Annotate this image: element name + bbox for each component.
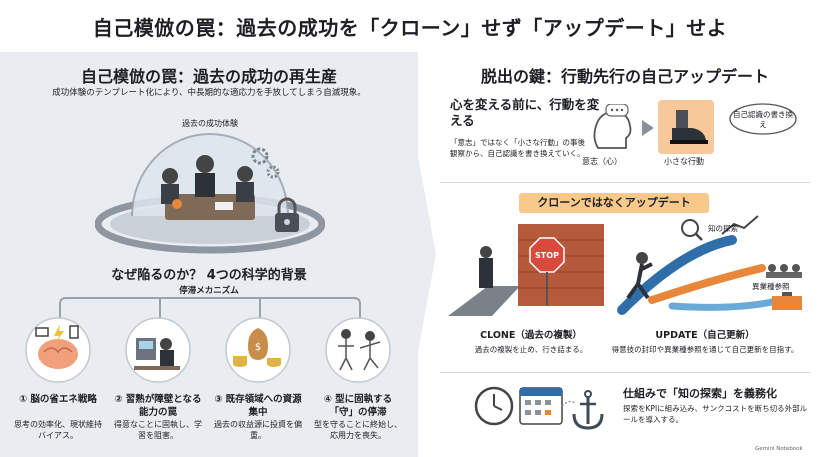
habit-body: 「意志」ではなく「小さな行動」の事後観察から、自己認識を書き換えていく。	[450, 138, 585, 158]
page-title: 自己模倣の罠：過去の成功を「クローン」せず「アップデート」せよ	[92, 16, 728, 40]
stagnation-label: 停滞メカニズム	[179, 286, 239, 296]
chevron-right-icon	[642, 120, 654, 136]
clone-vs-update-banner: クローンではなくアップデート	[519, 193, 709, 213]
why-heading: なぜ陥るのか？ 4つの科学的背景	[111, 268, 307, 283]
bubble-label: 過去の成功体験	[182, 119, 238, 128]
crossref-label: 異業種参照	[752, 282, 790, 291]
stop-sign-text: STOP	[535, 251, 559, 260]
card-3-title: ③ 既存領域への資源集中	[214, 394, 302, 418]
section-divider	[440, 372, 810, 373]
glass-bubble-illustration	[95, 133, 325, 254]
left-panel	[0, 52, 418, 457]
anchor-icon	[572, 390, 604, 430]
rocket-icon	[721, 215, 759, 235]
explore-label: 知の探索	[708, 224, 738, 233]
clone-illustration: STOP	[448, 224, 604, 316]
card-3-body: 過去の収益源に投資を偏重。	[214, 420, 302, 440]
right-heading: 脱出の鍵：行動先行の自己アップデート	[480, 67, 769, 86]
toolbox-icon	[772, 292, 802, 310]
card-2-illustration	[125, 317, 191, 383]
self-image-bubble	[729, 103, 797, 135]
panel-chevron	[418, 52, 438, 457]
mind-head-illustration	[593, 104, 632, 149]
svg-text:$: $	[255, 342, 261, 353]
self-image-label: 自己認識の書き換え	[733, 110, 793, 129]
card-1-body: 思考の効率化、現状維持バイアス。	[14, 420, 102, 440]
habit-title: 心を変える前に、行動を変える	[450, 97, 600, 128]
card-4-body: 型を守ることに終始し、応用力を喪失。	[314, 420, 402, 440]
calendar-icon	[519, 387, 563, 425]
update-illustration	[617, 215, 802, 315]
people-icon	[766, 264, 802, 278]
label-mind: 意志（心）	[582, 157, 622, 166]
left-heading: 自己模倣の罠：過去の成功の再生産	[80, 67, 337, 86]
label-action: 小さな行動	[664, 157, 704, 166]
card-4-illustration	[325, 317, 391, 383]
clone-description: 過去の複製を止め、行き詰まる。	[474, 345, 588, 354]
mechanism-title: 仕組みで「知の探索」を義務化	[623, 387, 777, 400]
clone-title: CLONE（過去の複製）	[480, 330, 582, 341]
brand-label: Gemini Notebook	[755, 446, 803, 452]
shoe-icon	[658, 100, 714, 154]
mechanism-illustration	[474, 386, 604, 430]
section-divider	[440, 182, 810, 183]
clock-icon	[474, 386, 514, 426]
card-2-title: ② 習熟が障壁となる能力の罠	[114, 394, 202, 418]
magnifier-icon	[681, 219, 703, 241]
brain-icon	[38, 339, 78, 369]
lock-icon	[275, 197, 299, 232]
mechanism-body: 探索をKPIに組み込み、サンクコストを断ち切る外部ルールを導入する。	[623, 404, 808, 424]
card-3-illustration: $	[225, 317, 291, 383]
card-1-title: ① 脳の省エネ戦略	[19, 394, 97, 405]
update-description: 得意技の封印や異業種参照を通じて自己更新を目指す。	[611, 345, 799, 354]
left-description: 成功体験のテンプレート化により、中長期的な適応力を手放してしまう自滅現象。	[52, 88, 366, 98]
card-1-illustration	[25, 317, 91, 383]
stagnation-connectors	[59, 297, 361, 320]
update-title: UPDATE（自己更新）	[655, 330, 755, 341]
card-4-title: ④ 型に固執する「守」の停滞	[323, 394, 393, 418]
gear-icon	[251, 147, 280, 179]
card-2-body: 得意なことに固執し、学習を阻害。	[114, 420, 202, 440]
